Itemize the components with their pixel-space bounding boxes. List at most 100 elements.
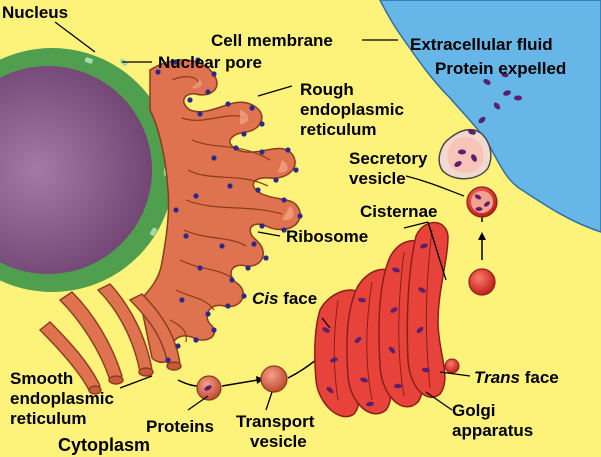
- ribosome-dot: [225, 101, 231, 107]
- ribosome-dot: [259, 121, 265, 127]
- ribosome-dot: [297, 213, 303, 219]
- golgi-protein: [418, 287, 426, 293]
- ribosome-dot: [205, 89, 211, 95]
- label-rough-er-1: Rough: [300, 80, 354, 99]
- smooth-er: [38, 283, 182, 395]
- ribosome-dot: [219, 243, 225, 249]
- label-trans-rest: face: [520, 368, 559, 387]
- golgi-protein: [394, 383, 402, 389]
- ribosome-dot: [293, 167, 299, 173]
- ribosome-dot: [259, 149, 265, 155]
- label-cisternae: Cisternae: [360, 202, 437, 221]
- ribosome-dot: [197, 111, 203, 117]
- transport-path-arrows: [177, 216, 483, 387]
- ribosome-dot: [227, 183, 233, 189]
- label-trans-face: Trans face: [474, 368, 559, 387]
- label-smooth-er-1: Smooth: [10, 369, 73, 388]
- golgi-protein: [422, 367, 430, 373]
- golgi-protein: [358, 297, 366, 303]
- extracellular-fluid-region: [379, 0, 601, 233]
- ribosome-dot: [281, 197, 287, 203]
- label-proteins: Proteins: [146, 417, 214, 436]
- ribosome-dot: [173, 59, 179, 65]
- golgi-protein: [360, 377, 368, 383]
- ribosome-dot: [245, 265, 251, 271]
- label-trans-word: Trans: [474, 368, 520, 387]
- ribosome-dot: [229, 277, 235, 283]
- fusing-vesicle-inner: [447, 136, 484, 173]
- golgi-protein: [388, 346, 396, 354]
- label-cell-membrane: Cell membrane: [211, 31, 333, 50]
- label-transport-vesicle-2: vesicle: [250, 432, 307, 451]
- label-secretory-vesicle-2: vesicle: [349, 169, 406, 188]
- ribosome-dot: [255, 187, 261, 193]
- ribosome-dot: [165, 357, 171, 363]
- label-smooth-er-3: reticulum: [10, 409, 87, 428]
- ribosome-dot: [241, 131, 247, 137]
- leader-lines: [54, 21, 471, 411]
- label-secretory-vesicle-1: Secretory: [349, 149, 428, 168]
- label-transport-vesicle-1: Transport: [236, 412, 315, 431]
- label-nuclear-pore: Nuclear pore: [158, 53, 262, 72]
- label-extracellular-fluid: Extracellular fluid: [410, 35, 553, 54]
- label-rough-er-2: endoplasmic: [300, 100, 404, 119]
- ribosome-dot: [155, 69, 161, 75]
- golgi-protein: [416, 326, 424, 334]
- golgi-protein: [354, 336, 362, 344]
- golgi-cisternae: [314, 221, 449, 418]
- secretory-vesicle-proteins: [474, 194, 490, 211]
- ribosome-dot: [179, 297, 185, 303]
- golgi-inner-lines: [333, 229, 433, 401]
- golgi-bud-vesicle: [468, 268, 496, 296]
- ribosome-dot: [193, 337, 199, 343]
- label-cis-face: Cis face: [252, 289, 317, 308]
- golgi-protein: [366, 401, 374, 407]
- ribosome-dot: [233, 145, 239, 151]
- ribosome-dot: [211, 71, 217, 77]
- label-cis-word: Cis: [252, 289, 278, 308]
- label-cis-rest: face: [278, 289, 317, 308]
- ribosome-dot: [273, 177, 279, 183]
- ribosome-dot: [211, 155, 217, 161]
- golgi-protein: [330, 357, 338, 363]
- golgi-protein: [322, 327, 330, 333]
- ribosome-dot: [173, 207, 179, 213]
- ribosome-dot: [195, 57, 201, 63]
- label-ribosome: Ribosome: [286, 227, 368, 246]
- label-smooth-er-2: endoplasmic: [10, 389, 114, 408]
- ribosome-dot: [197, 265, 203, 271]
- ribosome-dot: [225, 303, 231, 309]
- vesicle-protein: [204, 385, 212, 391]
- ribosome-dot: [187, 97, 193, 103]
- ribosome-dot: [263, 255, 269, 261]
- ribosome-dot: [211, 327, 217, 333]
- label-golgi-1: Golgi: [452, 401, 495, 420]
- ribosome-dot: [249, 105, 255, 111]
- ribosomes: [155, 57, 303, 363]
- ribosome-dot: [259, 223, 265, 229]
- golgi-protein: [420, 243, 428, 249]
- label-golgi-2: apparatus: [452, 421, 533, 440]
- golgi-protein: [326, 386, 334, 394]
- golgi-bud-vesicle-small: [444, 358, 460, 374]
- ribosome-dot: [193, 193, 199, 199]
- nucleus-interior: [0, 66, 152, 274]
- ribosome-dot: [183, 233, 189, 239]
- ribosome-dot: [281, 227, 287, 233]
- rough-er: [139, 59, 301, 363]
- ribosome-dot: [241, 293, 247, 299]
- ribosome-dot: [285, 147, 291, 153]
- label-protein-expelled: Protein expelled: [435, 59, 566, 78]
- golgi-proteins: [322, 243, 430, 407]
- golgi-protein: [392, 267, 400, 273]
- expelled-proteins: [454, 72, 522, 167]
- label-nucleus: Nucleus: [2, 3, 68, 22]
- ribosome-dot: [175, 343, 181, 349]
- golgi-protein: [390, 307, 398, 313]
- label-cytoplasm: Cytoplasm: [58, 435, 150, 455]
- ribosome-dot: [251, 241, 257, 247]
- transport-vesicle: [260, 365, 288, 393]
- label-rough-er-3: reticulum: [300, 120, 377, 139]
